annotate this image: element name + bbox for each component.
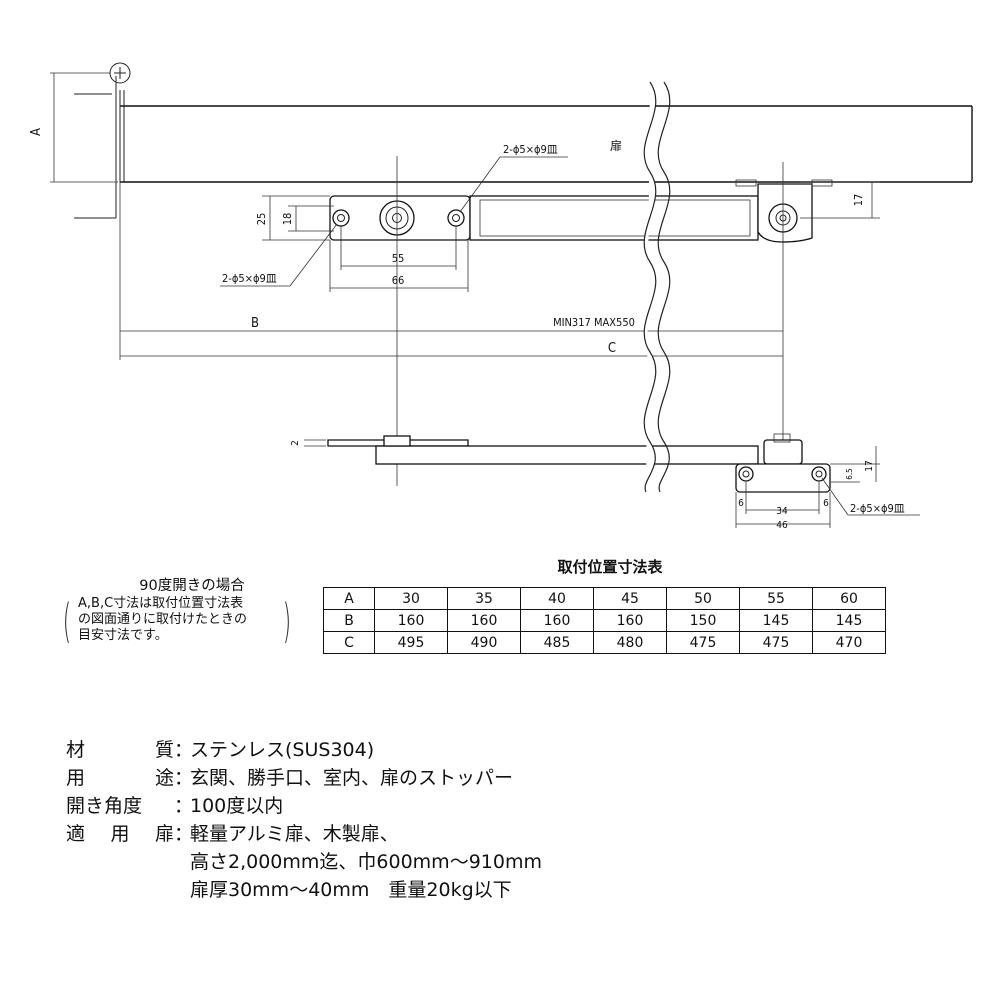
table-cell: 35 — [447, 587, 521, 610]
note-title: 90度開きの場合 — [139, 578, 245, 594]
spec-list: 材 質 ： ステンレス(SUS304) 用 途 ： 玄関、勝手口、室内、扉のストッパ… — [66, 736, 542, 904]
dim-6-left-label: 6 — [738, 498, 744, 509]
hole-spec-bottom-label: 2-ϕ5×ϕ9皿 — [850, 502, 905, 515]
dimension-25-18: 25 18 — [255, 195, 334, 241]
table-cell: 470 — [812, 631, 886, 654]
spec-value: ステンレス(SUS304) — [190, 739, 375, 761]
note-paren-left: ( — [62, 594, 72, 648]
table-cell: 145 — [739, 609, 813, 632]
dimension-a: A — [29, 72, 118, 183]
technical-drawing: A 扉 25 18 — [29, 62, 973, 531]
note-line: A,B,C寸法は取付位置寸法表 — [78, 596, 244, 611]
dim-c-label: C — [608, 341, 616, 356]
table-row-label: C — [323, 631, 375, 654]
table-row-label: B — [323, 609, 375, 632]
dim-b-label: B — [251, 316, 259, 331]
dim-18-label: 18 — [281, 213, 294, 226]
spec-colon: ： — [174, 823, 194, 845]
table-cell: 160 — [593, 609, 667, 632]
table-cell: 150 — [666, 609, 740, 632]
dim-a-label: A — [29, 128, 44, 136]
spec-key-char: 開き角度 — [66, 795, 143, 817]
range-label: MIN317 MAX550 — [553, 316, 635, 329]
table-title: 取付位置寸法表 — [557, 558, 663, 576]
hole-spec-upper-label: 2-ϕ5×ϕ9皿 — [503, 143, 558, 156]
table-cell: 160 — [374, 609, 448, 632]
table-cell: 485 — [520, 631, 594, 654]
table-cell: 475 — [666, 631, 740, 654]
dim-55-label: 55 — [392, 252, 405, 265]
spec-key-char: 材 — [66, 739, 86, 761]
table-cell: 160 — [520, 609, 594, 632]
table-cell: 40 — [520, 587, 594, 610]
spec-key-char: 用 — [110, 823, 130, 845]
spec-colon: ： — [174, 795, 194, 817]
hole-spec-lower-label: 2-ϕ5×ϕ9皿 — [222, 272, 277, 285]
note-paren-right: ) — [282, 594, 292, 648]
center-lines — [119, 156, 784, 486]
dim-66-label: 66 — [392, 274, 405, 287]
dimension-17-top: 17 — [800, 181, 880, 219]
stopper-side-view: 2 — [290, 433, 803, 465]
table-cell: 50 — [666, 587, 740, 610]
table-cell: 490 — [447, 631, 521, 654]
spec-value: 扉厚30mm～40mm 重量20kg以下 — [190, 879, 512, 901]
table-cell: 60 — [812, 587, 886, 610]
spec-use: 用 途 ： 玄関、勝手口、室内、扉のストッパー — [66, 764, 542, 792]
table-cell: 160 — [447, 609, 521, 632]
note-body: A,B,C寸法は取付位置寸法表 の図面通りに取付けたときの 目安寸法です。 — [78, 596, 298, 644]
spec-key-char: 用 — [66, 767, 86, 789]
dim-17-top-label: 17 — [852, 194, 865, 207]
hole-spec-lower: 2-ϕ5×ϕ9皿 — [220, 223, 338, 287]
spec-key-char: 適 — [66, 823, 86, 845]
dim-46-label: 46 — [776, 520, 788, 531]
table-row-label: A — [323, 587, 375, 610]
dimension-c: C — [120, 341, 783, 357]
note-line: 目安寸法です。 — [78, 628, 168, 643]
dim-25-label: 25 — [255, 213, 268, 226]
spec-angle: 開き角度 ： 100度以内 — [66, 792, 542, 820]
dim-34-label: 34 — [776, 506, 788, 517]
stopper-bracket-upper — [329, 179, 833, 243]
pivot-point — [109, 62, 131, 84]
dim-2-label: 2 — [290, 440, 301, 446]
spec-door: 適 用 扉 ： 軽量アルミ扉、木製扉、 — [66, 820, 542, 848]
spec-value: 軽量アルミ扉、木製扉、 — [190, 823, 399, 845]
hole-spec-upper: 2-ϕ5×ϕ9皿 — [459, 143, 568, 213]
note-line: の図面通りに取付けたときの — [78, 612, 248, 627]
door-label: 扉 — [610, 139, 622, 153]
table-cell: 480 — [593, 631, 667, 654]
spec-key-char: 扉 — [154, 823, 174, 845]
spec-value: 100度以内 — [190, 795, 284, 817]
table-cell: 30 — [374, 587, 448, 610]
spec-colon: ： — [174, 739, 194, 761]
table-cell: 45 — [593, 587, 667, 610]
dim-6-right-label: 6 — [823, 498, 829, 509]
table-cell: 145 — [812, 609, 886, 632]
dim-17-side-label: 17 — [864, 460, 875, 471]
spec-key-char: 質 — [154, 739, 174, 761]
spec-colon: ： — [174, 767, 194, 789]
dim-6-5-label: 6.5 — [845, 468, 854, 479]
spec-value: 玄関、勝手口、室内、扉のストッパー — [190, 767, 514, 789]
table-cell: 55 — [739, 587, 813, 610]
spec-material: 材 質 ： ステンレス(SUS304) — [66, 736, 542, 764]
spec-value: 高さ2,000mm迄、巾600mm～910mm — [190, 851, 542, 873]
break-lines — [643, 81, 671, 493]
dimension-b: B MIN317 MAX550 — [120, 316, 783, 332]
table-cell: 495 — [374, 631, 448, 654]
stopper-bottom-bracket: 34 46 6 6 17 6.5 2-ϕ5×ϕ9皿 — [735, 446, 920, 531]
dimension-55-66: 55 66 — [329, 226, 469, 292]
spec-key-char: 途 — [154, 767, 174, 789]
table-cell: 475 — [739, 631, 813, 654]
